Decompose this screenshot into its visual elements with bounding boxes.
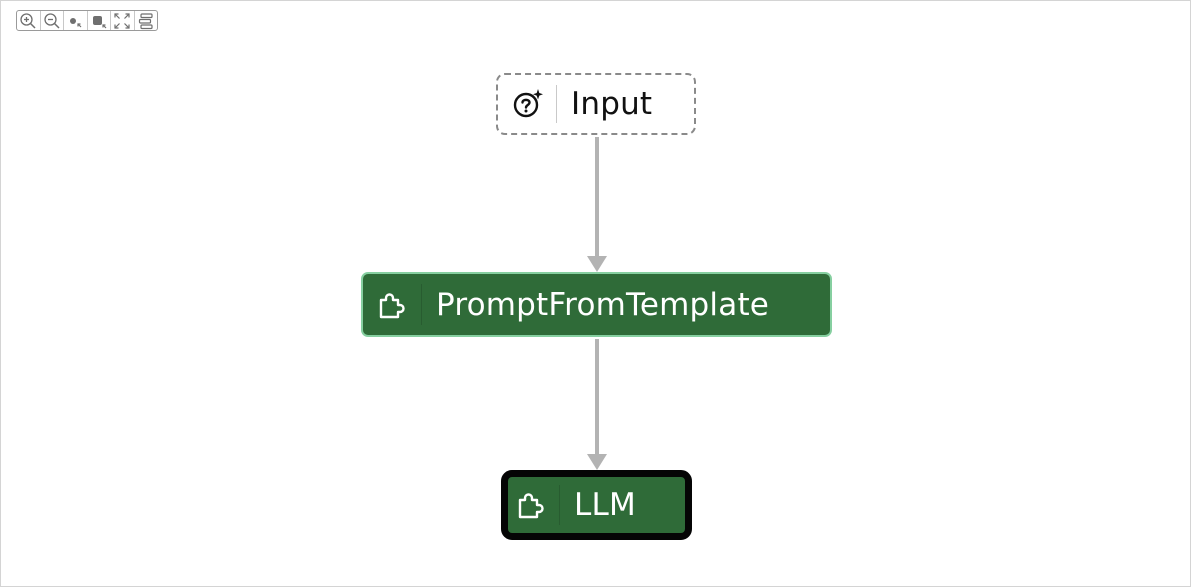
zoom-toolbar <box>16 10 158 31</box>
arrowhead <box>587 454 607 470</box>
arrowhead <box>587 256 607 272</box>
large-node-button[interactable] <box>88 11 111 30</box>
zoom-in-icon <box>20 12 36 29</box>
puzzle-icon <box>369 290 415 320</box>
layout-icon <box>138 12 153 29</box>
node-llm[interactable]: LLM <box>501 470 692 540</box>
fit-view-button[interactable] <box>111 11 135 30</box>
node-input[interactable]: Input <box>496 73 696 135</box>
layout-button[interactable] <box>135 11 158 30</box>
node-label: PromptFromTemplate <box>436 286 770 323</box>
zoom-out-button[interactable] <box>41 11 64 30</box>
node-label: Input <box>571 86 653 122</box>
question-sparkle-icon <box>504 87 552 121</box>
zoom-in-button[interactable] <box>17 11 41 30</box>
large-node-icon <box>92 15 107 28</box>
small-node-button[interactable] <box>64 11 88 30</box>
zoom-out-icon <box>44 12 60 29</box>
node-divider <box>421 284 422 325</box>
node-prompt-from-template[interactable]: PromptFromTemplate <box>361 272 832 337</box>
puzzle-icon <box>511 490 551 520</box>
small-node-icon <box>70 17 82 27</box>
fit-view-icon <box>114 12 130 29</box>
edge-prompt-to-llm <box>587 339 607 470</box>
node-label: LLM <box>574 487 636 523</box>
node-divider <box>559 485 560 525</box>
node-divider <box>556 85 557 123</box>
edge-input-to-prompt <box>587 137 607 272</box>
